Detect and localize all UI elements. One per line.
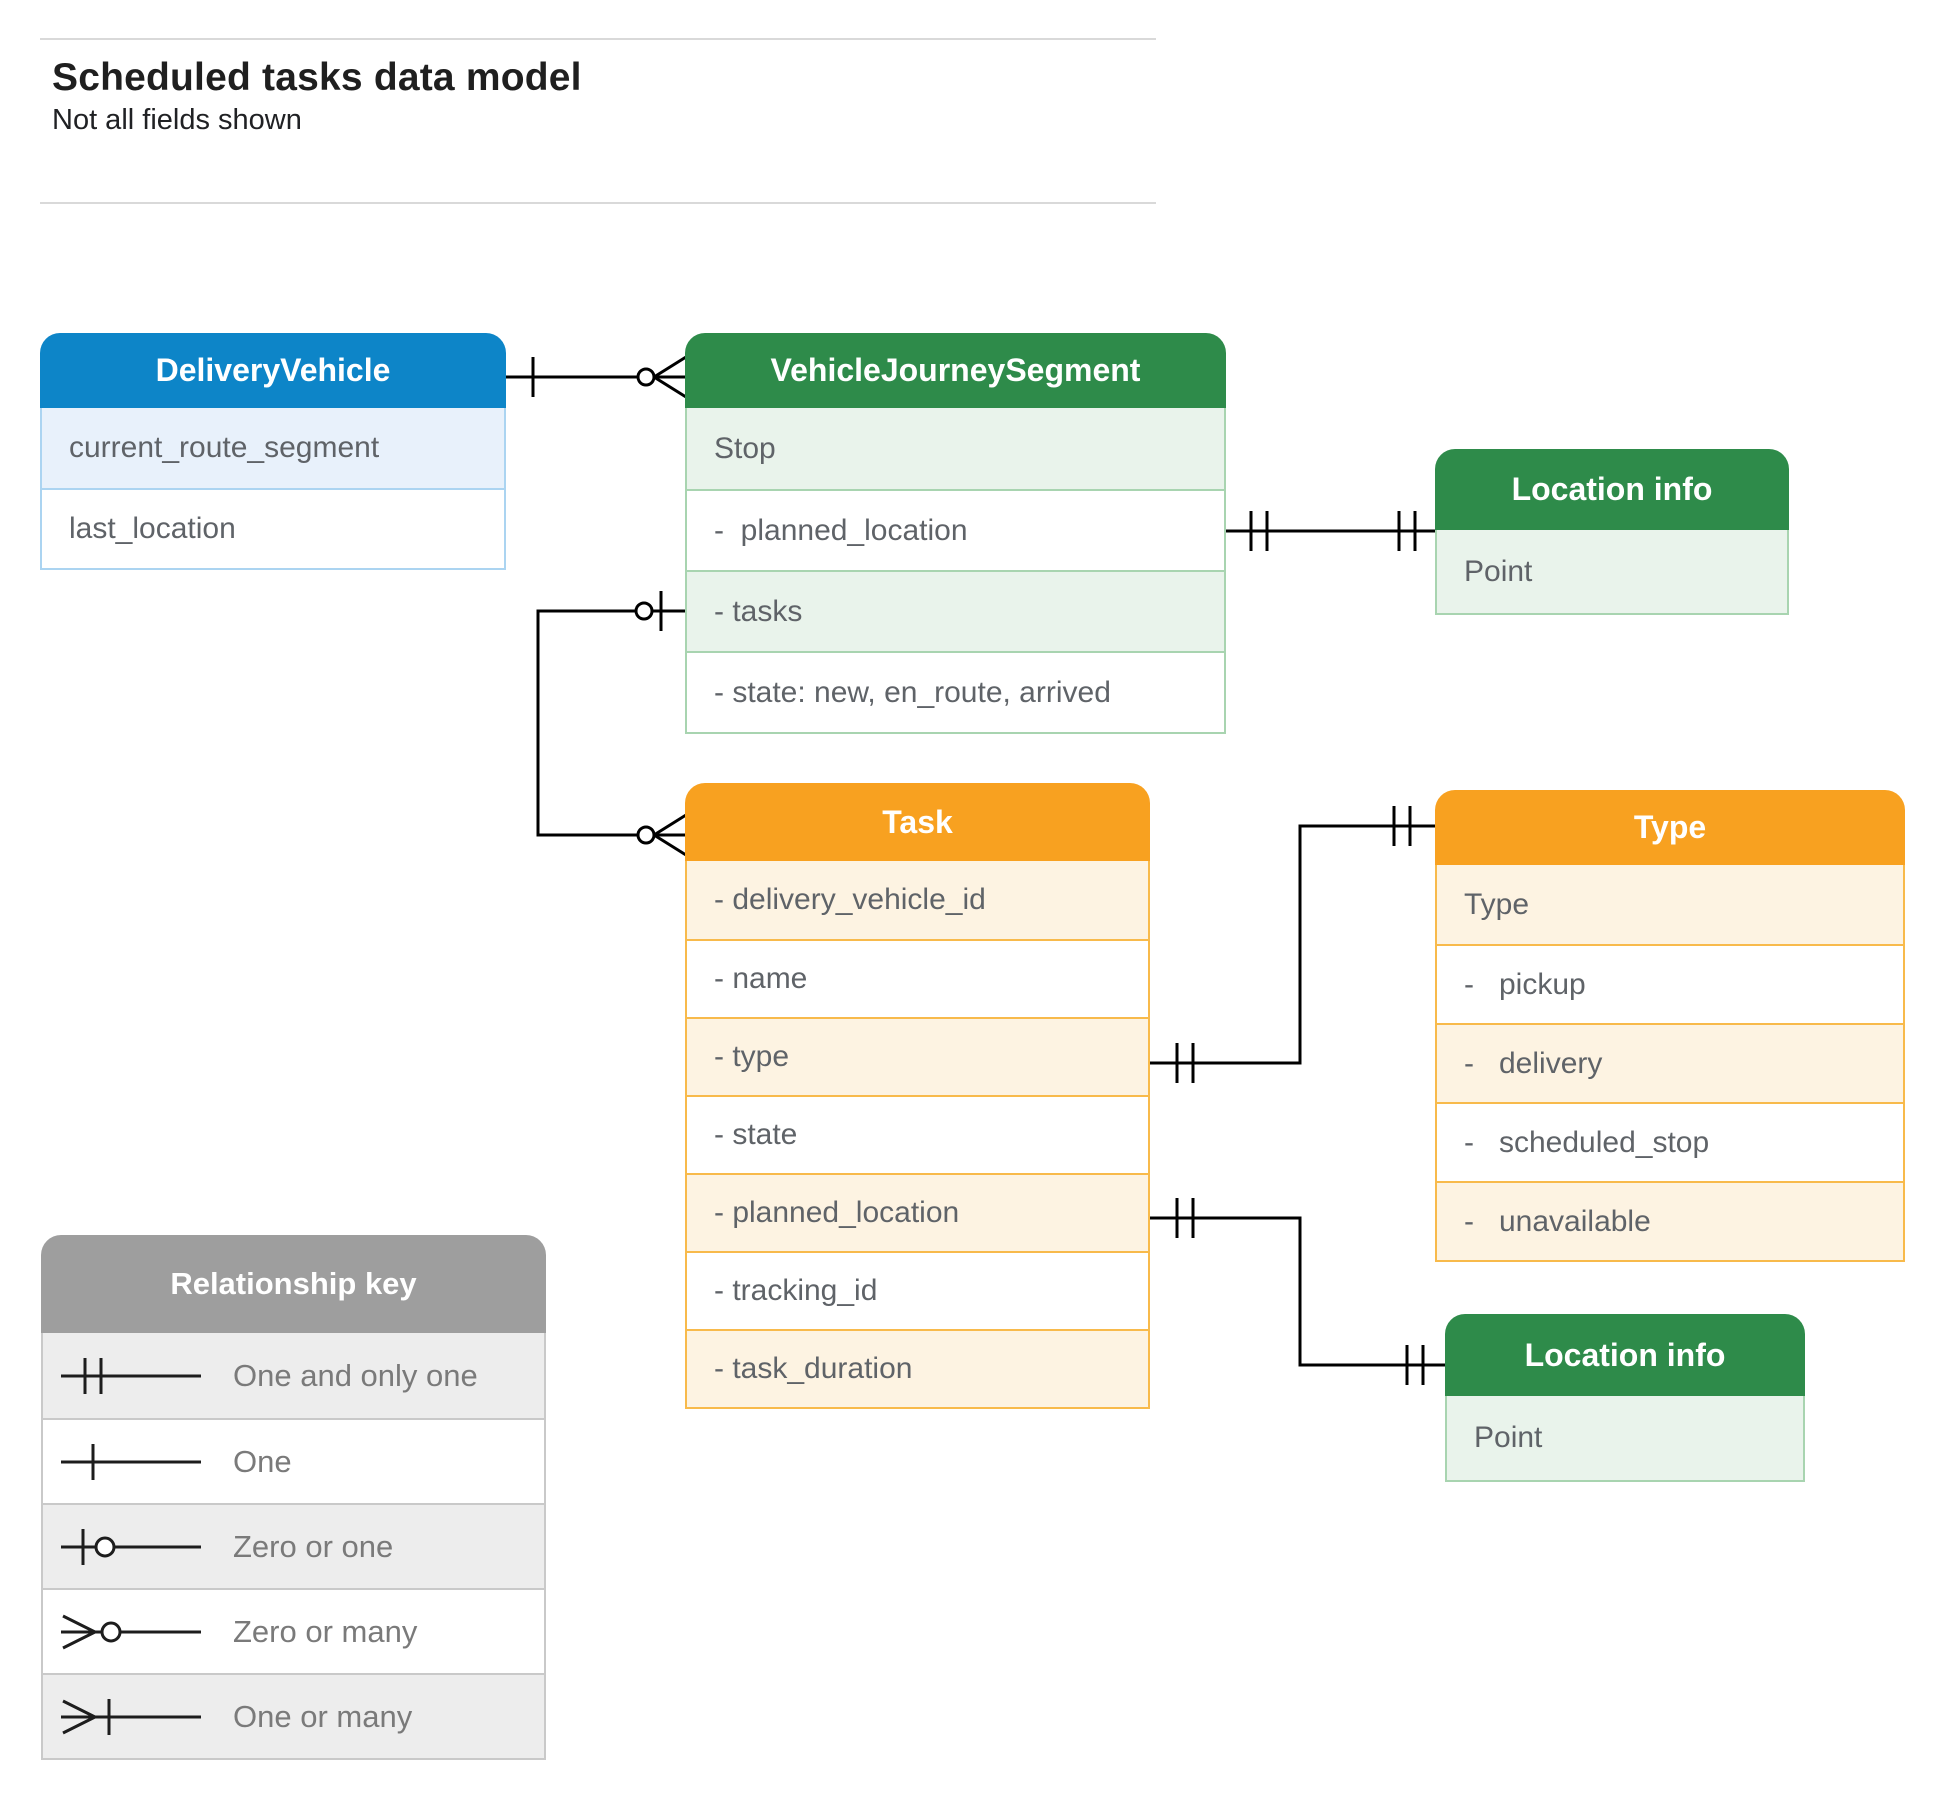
field-label: - task_duration bbox=[714, 1352, 913, 1385]
rel-task-type bbox=[1150, 806, 1435, 1083]
page-title: Scheduled tasks data model bbox=[52, 56, 582, 99]
field-row: Type bbox=[1437, 865, 1903, 944]
legend-row: Zero or one bbox=[43, 1503, 544, 1588]
one-and-only-one-symbol bbox=[61, 1280, 211, 1472]
rel-vjs-task bbox=[536, 591, 687, 857]
field-label: last_location bbox=[69, 512, 236, 545]
field-label: Stop bbox=[714, 431, 776, 465]
rel-vjs-locationinfo-top bbox=[1226, 511, 1435, 551]
field-row: - type bbox=[687, 1017, 1148, 1095]
field-row: Point bbox=[1447, 1396, 1803, 1480]
entity-location-info-bottom: Location info Point bbox=[1445, 1314, 1805, 1482]
relationship-key-title: Relationship key bbox=[41, 1235, 546, 1333]
relationship-key: Relationship key One and only one One bbox=[41, 1235, 546, 1760]
entity-title: Type bbox=[1435, 790, 1905, 865]
field-label: - planned_location bbox=[714, 513, 968, 547]
rel-deliveryvehicle-vehiclejourneysegment bbox=[506, 355, 687, 399]
field-row: - planned_location bbox=[687, 489, 1224, 570]
entity-location-info-top: Location info Point bbox=[1435, 449, 1789, 615]
one-or-many-symbol bbox=[61, 1621, 211, 1805]
field-row: current_route_segment bbox=[42, 408, 504, 488]
field-row: Stop bbox=[687, 408, 1224, 489]
field-row: - name bbox=[687, 939, 1148, 1017]
entity-title: VehicleJourneySegment bbox=[685, 333, 1226, 408]
field-label: - pickup bbox=[1464, 967, 1586, 1001]
field-row: - delivery bbox=[1437, 1023, 1903, 1102]
field-row: - tasks bbox=[687, 570, 1224, 651]
field-row: - unavailable bbox=[1437, 1181, 1903, 1260]
title-divider bbox=[40, 202, 1156, 204]
rel-task-locationinfo-bottom bbox=[1150, 1198, 1445, 1385]
legend-label: One or many bbox=[233, 1698, 413, 1734]
field-label: Point bbox=[1474, 1421, 1543, 1454]
field-row: - delivery_vehicle_id bbox=[687, 861, 1148, 939]
entity-title: Task bbox=[685, 783, 1150, 861]
top-divider bbox=[40, 38, 1156, 40]
field-row: - tracking_id bbox=[687, 1251, 1148, 1329]
entity-task: Task - delivery_vehicle_id - name - type… bbox=[685, 783, 1150, 1409]
field-label: - state bbox=[714, 1118, 798, 1151]
legend-row: One and only one bbox=[43, 1333, 544, 1418]
field-row: - state: new, en_route, arrived bbox=[687, 651, 1224, 732]
one-symbol bbox=[61, 1366, 211, 1558]
field-label: - planned_location bbox=[714, 1196, 960, 1229]
field-label: current_route_segment bbox=[69, 431, 380, 464]
field-label: - name bbox=[714, 962, 808, 995]
page-subtitle: Not all fields shown bbox=[52, 104, 302, 136]
field-label: Type bbox=[1464, 887, 1530, 921]
field-label: - delivery_vehicle_id bbox=[714, 883, 986, 916]
legend-label: One and only one bbox=[233, 1357, 478, 1393]
field-row: last_location bbox=[42, 488, 504, 568]
legend-label: One bbox=[233, 1443, 292, 1479]
entity-delivery-vehicle: DeliveryVehicle current_route_segment la… bbox=[40, 333, 506, 570]
entity-title: DeliveryVehicle bbox=[40, 333, 506, 408]
zero-or-many-symbol bbox=[61, 1536, 211, 1728]
legend-label: Zero or one bbox=[233, 1528, 394, 1564]
legend-row: Zero or many bbox=[43, 1588, 544, 1673]
field-label: - scheduled_stop bbox=[1464, 1125, 1710, 1159]
field-label: - state: new, en_route, arrived bbox=[714, 675, 1111, 709]
entity-type: Type Type - pickup - delivery - schedule… bbox=[1435, 790, 1905, 1262]
legend-row: One or many bbox=[43, 1673, 544, 1758]
field-label: - tracking_id bbox=[714, 1274, 878, 1307]
entity-title: Location info bbox=[1445, 1314, 1805, 1396]
field-row: - planned_location bbox=[687, 1173, 1148, 1251]
field-label: - delivery bbox=[1464, 1046, 1603, 1080]
zero-or-one-symbol bbox=[61, 1451, 211, 1643]
entity-title: Location info bbox=[1435, 449, 1789, 530]
field-label: - unavailable bbox=[1464, 1204, 1651, 1238]
legend-label: Zero or many bbox=[233, 1613, 418, 1649]
field-row: - state bbox=[687, 1095, 1148, 1173]
field-row: - scheduled_stop bbox=[1437, 1102, 1903, 1181]
field-label: Point bbox=[1464, 554, 1533, 588]
field-label: - tasks bbox=[714, 594, 803, 628]
field-label: - type bbox=[714, 1040, 790, 1073]
field-row: - task_duration bbox=[687, 1329, 1148, 1407]
entity-vehicle-journey-segment: VehicleJourneySegment Stop - planned_loc… bbox=[685, 333, 1226, 734]
field-row: - pickup bbox=[1437, 944, 1903, 1023]
legend-row: One bbox=[43, 1418, 544, 1503]
field-row: Point bbox=[1437, 530, 1787, 613]
